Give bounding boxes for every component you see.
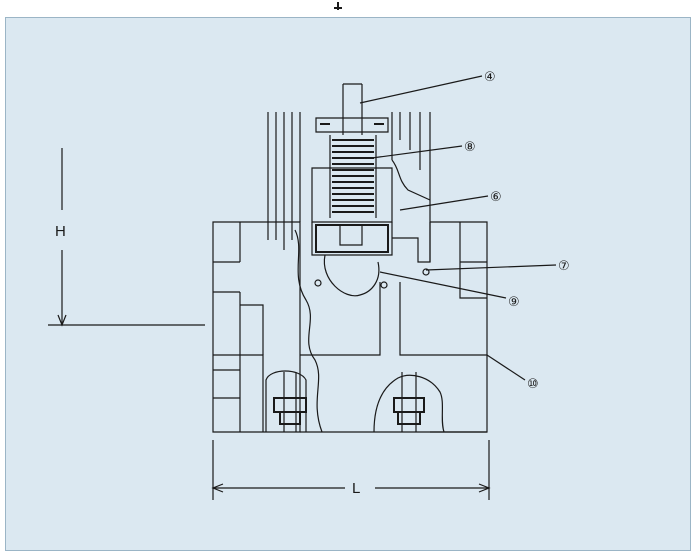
callout-8: ⑧: [464, 140, 476, 155]
diagram-panel: [5, 17, 691, 551]
dimension-l: [211, 440, 491, 500]
bellows: [329, 135, 377, 218]
callout-9: ⑨: [508, 295, 520, 310]
dimension-h: [48, 148, 205, 327]
leader-lines: [359, 75, 557, 381]
stem: [315, 83, 389, 135]
dimension-h-label: H: [55, 223, 66, 240]
callout-7: ⑦: [558, 259, 570, 274]
title-fragment: [334, 2, 342, 10]
callout-4: ④: [484, 70, 496, 85]
bonnet: [267, 112, 431, 297]
bolts: [273, 268, 430, 432]
callout-10: ⑩: [527, 377, 539, 392]
callout-6: ⑥: [490, 190, 502, 205]
dimension-l-label: L: [352, 480, 360, 497]
valve-body: [212, 221, 488, 433]
